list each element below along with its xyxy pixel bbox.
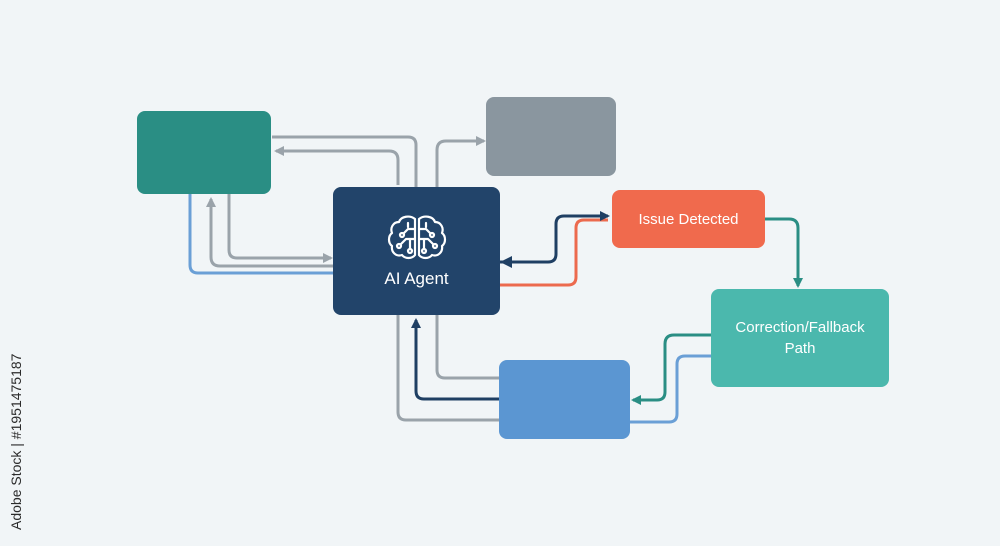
issue-detected-box: Issue Detected	[612, 190, 765, 248]
arrow-teal-to-agent-top	[272, 135, 418, 187]
arrow-agent-to-issue	[500, 218, 608, 287]
correction-label-line2: Path	[784, 340, 816, 357]
arrow-agent-to-gray	[435, 136, 486, 187]
blue-box	[499, 360, 630, 439]
line-teal-blue	[188, 194, 333, 275]
correction-label-line1: Correction/Fallback	[735, 319, 865, 336]
line-agent-to-blue-gray	[435, 315, 499, 380]
arrow-agent-to-teal-bottom	[206, 197, 333, 268]
issue-detected-label: Issue Detected	[638, 210, 739, 228]
arrow-blue-to-agent	[411, 318, 499, 401]
line-agent-to-blue-loop	[396, 315, 499, 422]
gray-box	[486, 97, 616, 176]
ai-agent-label: AI Agent	[384, 269, 449, 288]
arrow-issue-to-correction	[765, 217, 803, 288]
arrow-teal-to-agent-left	[227, 194, 333, 263]
ai-agent-box: AI Agent	[333, 187, 500, 315]
arrow-agent-to-teal	[274, 146, 400, 185]
stock-watermark-text: Adobe Stock | #1951475187	[8, 353, 24, 530]
brain-icon	[387, 215, 446, 260]
teal-box	[137, 111, 271, 194]
arrow-correction-to-blue	[631, 333, 711, 405]
correction-fallback-box: Correction/Fallback Path	[711, 289, 889, 387]
arrowhead-agent-left	[500, 256, 512, 268]
arrow-issue-to-agent	[500, 211, 610, 264]
line-blue-to-correction	[630, 354, 711, 424]
